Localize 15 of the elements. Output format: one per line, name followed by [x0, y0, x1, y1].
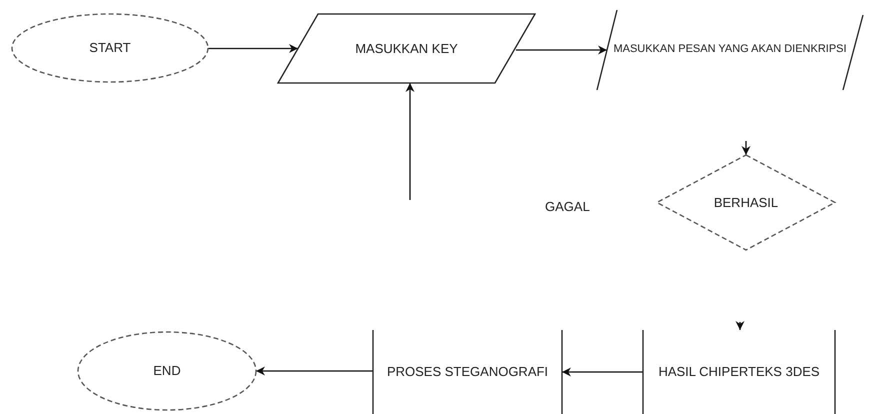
note-text: GAGAL: [545, 199, 590, 214]
node-text: PROSES STEGANOGRAFI: [386, 364, 550, 380]
arrow: [742, 141, 750, 155]
arrow: [736, 321, 744, 330]
arrow: [516, 46, 607, 54]
node-text: BERHASIL: [712, 194, 780, 211]
node-text: START: [88, 40, 132, 56]
arrow: [406, 83, 414, 200]
arrow: [256, 366, 373, 376]
arrow: [208, 44, 298, 53]
node-text: END: [152, 362, 182, 380]
node-text: HASIL CHIPERTEKS 3DES: [657, 364, 821, 380]
arrow: [562, 368, 643, 376]
node-text: MASUKKAN KEY: [354, 40, 459, 57]
node-text: MASUKKAN PESAN YANG AKAN DIENKRIPSI: [612, 43, 848, 57]
